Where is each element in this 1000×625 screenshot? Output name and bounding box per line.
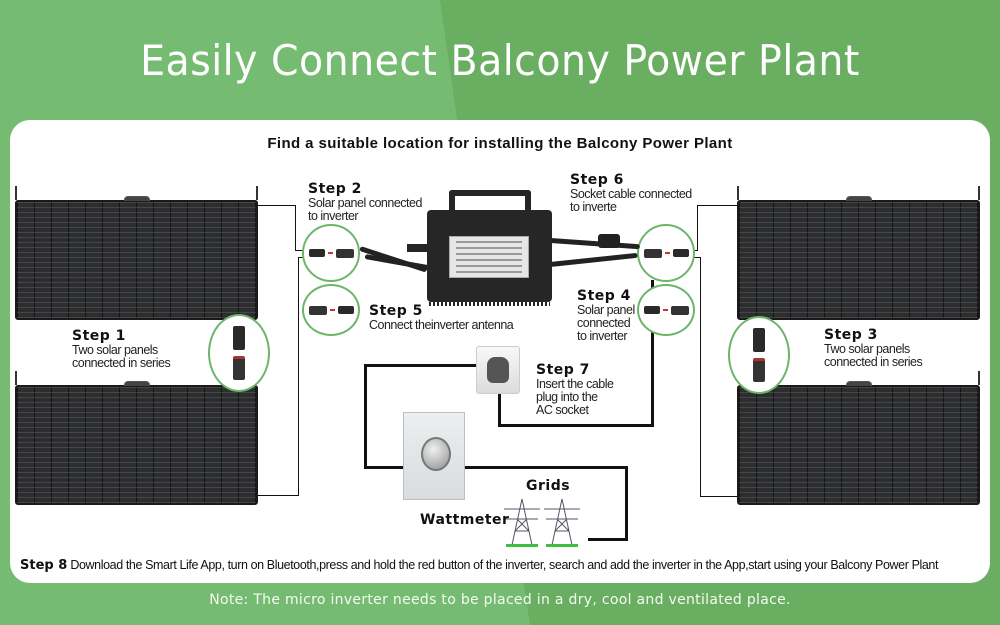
power-tower-icon [504,498,580,547]
step-description: Socket cable connected to inverte [570,187,692,214]
step-description: Download the Smart Life App, turn on Blu… [70,558,939,572]
wire [697,205,737,206]
ac-wire [364,466,404,469]
solar-panel-bottom-right [737,371,980,505]
step-description: Connect theinverter antenna [369,318,514,332]
wire [700,257,701,497]
diagram-subtitle: Find a suitable location for installing … [267,135,733,152]
step2-connector-second [302,284,360,336]
step-heading: Step 1 [72,328,126,344]
wire [258,205,296,206]
step-heading: Step 6 [570,172,624,188]
micro-inverter [407,190,552,306]
step-3: Step 3 Two solar panels connected in ser… [824,327,923,369]
wire [298,257,299,495]
step4-connector [637,284,695,336]
antenna-icon [407,244,429,252]
step-heading: Step 3 [824,327,878,343]
solar-panel-top-left [15,186,258,320]
step-heading: Step 7 [536,362,590,378]
step-description: Solar panel connected to inverter [577,303,635,343]
solar-panel-top-right [737,186,980,320]
meter-dial-icon [421,437,451,471]
step-description: Two solar panels connected in series [824,342,923,369]
wattmeter-label: Wattmeter [420,512,510,528]
grid-label: Grids [526,478,571,494]
solar-panel-bottom-left [15,371,258,505]
step-5: Step 5 Connect theinverter antenna [369,303,514,332]
step-2: Step 2 Solar panel connected to inverter [308,181,422,223]
step-heading: Step 4 [577,288,631,304]
step-description: Insert the cable plug into the AC socket [536,377,614,417]
mc4-connector-icon [308,248,354,258]
step-1: Step 1 Two solar panels connected in ser… [72,328,171,370]
ac-socket [476,346,520,394]
wire [258,495,299,496]
wattmeter-box [403,412,465,500]
ac-wire [364,364,477,367]
ac-wire [651,280,654,426]
ac-wire [588,538,628,541]
footer-note: Note: The micro inverter needs to be pla… [209,592,791,608]
page-title: Easily Connect Balcony Power Plant [140,36,860,85]
step6-connector [637,224,695,282]
mc4-connector-icon [643,248,689,258]
series-connector-right [728,316,790,394]
step-heading: Step 5 [369,303,423,319]
step-4: Step 4 Solar panel connected to inverter [577,288,635,343]
step-heading: Step 8 [20,558,68,573]
step-description: Two solar panels connected in series [72,343,171,370]
mc4-connector-icon [308,305,354,315]
step-7: Step 7 Insert the cable plug into the AC… [536,362,614,417]
mc4-connector-icon [643,305,689,315]
step-6: Step 6 Socket cable connected to inverte [570,172,692,214]
series-connector-left [208,314,270,392]
ac-wire [364,364,367,468]
plug-icon [487,357,509,383]
wire [295,250,305,251]
step2-connector [302,224,360,282]
mc4-connector-icon [233,326,245,380]
ac-wire [465,466,627,469]
wire [700,496,737,497]
ac-wire [498,393,501,427]
wire [690,257,701,258]
ac-wire [625,466,628,541]
wire [295,205,296,251]
mc4-connector-icon [753,328,765,382]
ac-wire [498,424,654,427]
socket-cable-plug [598,234,620,248]
step-heading: Step 2 [308,181,362,197]
wire [298,257,305,258]
step-description: Solar panel connected to inverter [308,196,422,223]
wire [697,205,698,251]
step-8: Step 8 Download the Smart Life App, turn… [20,558,980,573]
inverter-label-plate [449,236,529,278]
